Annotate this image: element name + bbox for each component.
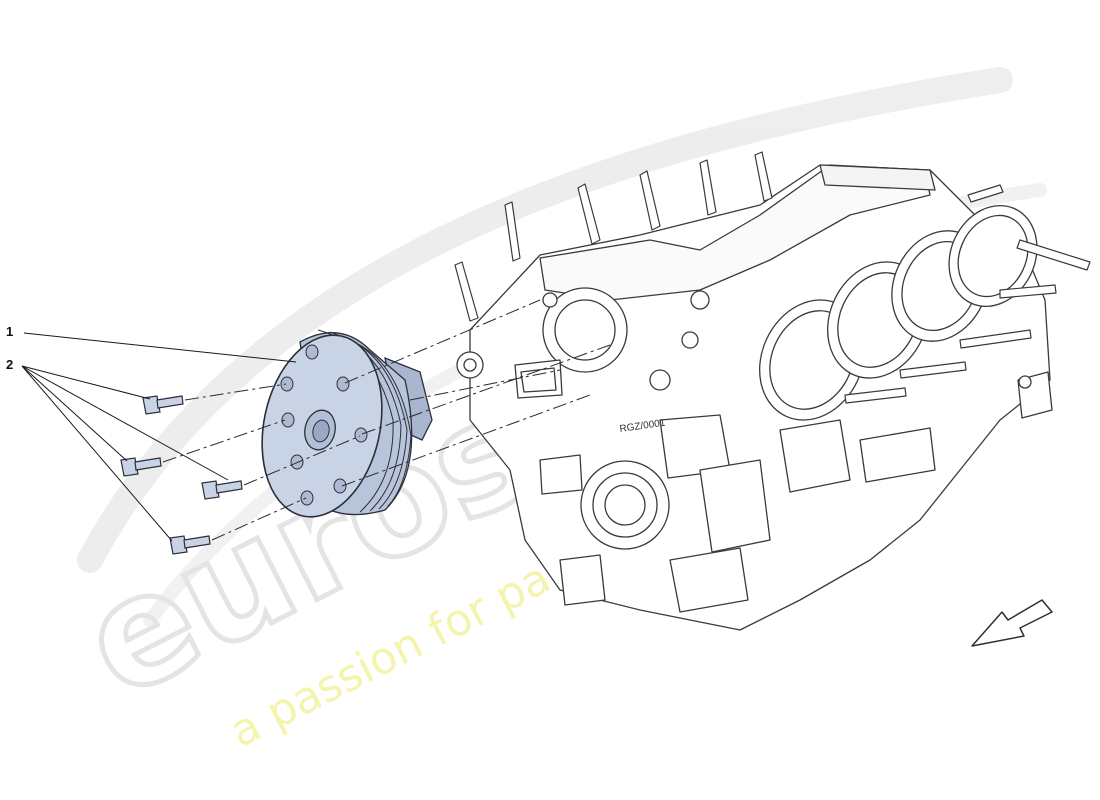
front-cover-details — [456, 287, 1053, 613]
callout-2: 2 — [6, 357, 14, 372]
callout-1: 1 — [6, 324, 14, 339]
assembly-centerlines — [162, 299, 611, 541]
pulley-bolt-holes — [280, 344, 368, 506]
bolt-2 — [120, 457, 162, 477]
bolt-1 — [142, 395, 184, 415]
bolt-3 — [201, 480, 243, 500]
bolt-4 — [169, 535, 211, 555]
head-studs — [454, 151, 1091, 404]
leader-lines — [21, 332, 297, 542]
pulley-bolts — [120, 395, 243, 555]
water-pump-pulley — [261, 329, 433, 518]
cylinder-bores — [759, 204, 1038, 421]
engine-block: RGZ/0001 — [454, 151, 1091, 631]
direction-arrow-icon — [971, 599, 1053, 647]
